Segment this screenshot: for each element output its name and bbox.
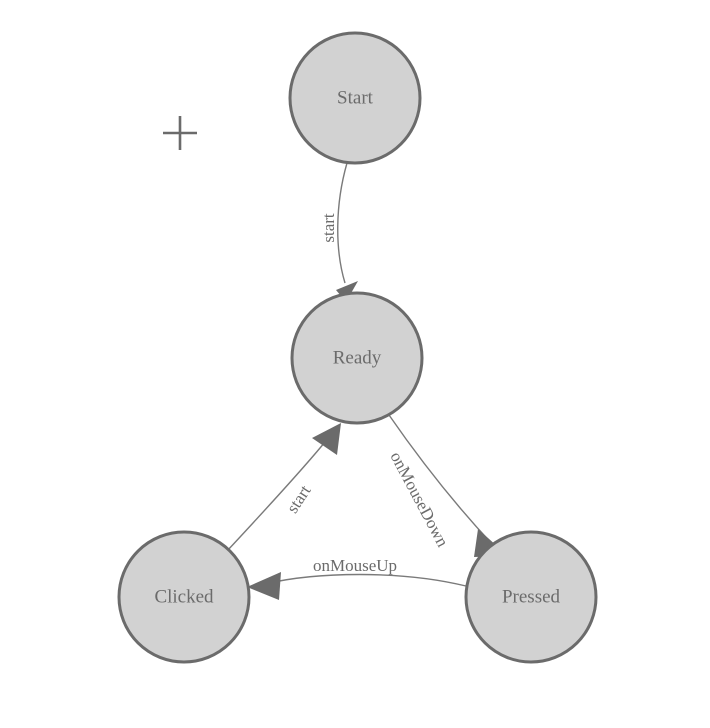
- state-node-start[interactable]: Start: [288, 31, 422, 165]
- arrowhead-into-ready-from-start: [336, 281, 358, 302]
- state-node-ready[interactable]: Ready: [290, 291, 424, 425]
- transition-path-pressed-to-clicked[interactable]: [264, 573, 467, 587]
- state-node-start-circle[interactable]: [288, 31, 422, 165]
- arrowhead-into-clicked: [247, 572, 281, 600]
- state-node-ready-circle[interactable]: [290, 291, 424, 425]
- state-node-pressed-label: Pressed: [502, 586, 561, 607]
- arrowhead-into-ready-from-clicked: [312, 423, 341, 455]
- transition-path-clicked-to-ready[interactable]: [226, 441, 326, 552]
- transition-start-to-ready[interactable]: start: [319, 162, 358, 302]
- state-node-clicked-label: Clicked: [154, 586, 214, 607]
- state-node-clicked[interactable]: Clicked: [117, 530, 251, 664]
- transition-path-start-to-ready[interactable]: [337, 162, 348, 284]
- transition-label-onmousedown: onMouseDown: [386, 449, 452, 551]
- transition-pressed-to-clicked[interactable]: onMouseUp: [247, 556, 467, 600]
- state-node-start-label: Start: [337, 87, 374, 108]
- transition-ready-to-pressed[interactable]: onMouseDown: [386, 414, 508, 557]
- state-node-ready-label: Ready: [333, 347, 382, 368]
- transition-clicked-to-ready[interactable]: start: [226, 423, 341, 552]
- state-node-pressed[interactable]: Pressed: [464, 530, 598, 664]
- transition-label-start-clicked-to-ready: start: [283, 481, 315, 516]
- state-node-pressed-circle[interactable]: [464, 530, 598, 664]
- state-node-clicked-circle[interactable]: [117, 530, 251, 664]
- crosshair-icon: [163, 116, 197, 150]
- transition-label-start-to-ready: start: [319, 213, 338, 243]
- transition-label-onmouseup: onMouseUp: [313, 556, 397, 575]
